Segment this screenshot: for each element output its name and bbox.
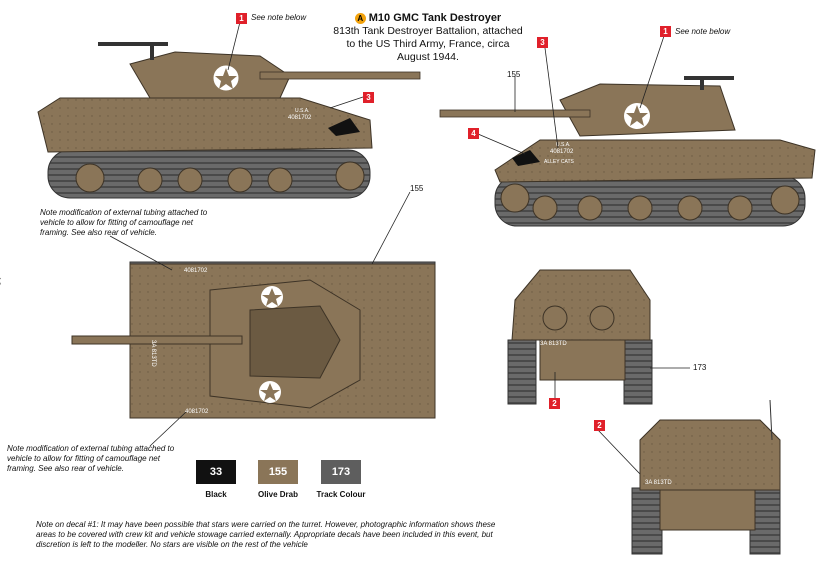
right-hull [494,139,816,183]
code-155-right: 155 [507,70,521,79]
decal-footnote: Note on decal #1: It may have been possi… [36,520,496,549]
rear-view [631,399,781,555]
swatch-olive-drab-label: Olive Drab [257,490,298,499]
rear-hull [639,419,781,491]
rear-track-left [631,487,663,555]
left-mg [98,42,168,46]
callout-3-right: 3 [537,37,548,48]
title-line-4: August 1944. [397,51,459,63]
title-line-2: 813th Tank Destroyer Battalion, attached [333,25,523,37]
top-serial-upper: 4081702 [184,268,208,274]
top-unit: 3A 813TD [150,340,156,367]
callout-1-left: 1 [236,13,247,24]
callout-2-rear: 2 [594,420,605,431]
code-155-top: 155 [410,184,424,193]
callout-1-right: 1 [660,26,671,37]
swatch-track-colour: 173 [321,460,361,484]
right-side-view [439,76,816,227]
left-usa: U.S.A. [295,108,309,114]
left-serial: 4081702 [288,115,312,121]
callout-4: 4 [468,128,479,139]
code-173-front: 173 [693,363,707,372]
top-gun [71,335,243,345]
top-serial-lower: 4081702 [185,409,209,415]
left-hull [37,97,373,153]
top-view [71,261,436,419]
right-mg [684,76,734,80]
rear-unit: 3A 813TD [645,480,672,486]
right-serial: 4081702 [550,149,574,155]
callout-2-front: 2 [549,398,560,409]
right-name: ALLEY CATS [544,159,574,165]
see-note-right: See note below [675,27,731,36]
front-unit: 3A 813TD [540,341,567,347]
vehicle-name: M10 GMC Tank Destroyer [368,12,502,24]
swatch-black-label: Black [205,490,227,499]
title-line-3: to the US Third Army, France, circa [346,38,510,50]
right-usa: U.S.A. [556,142,570,148]
swatch-track-colour-label: Track Colour [316,490,366,499]
front-track-right [623,339,653,405]
note-tubing-top: Note modification of external tubing att… [40,208,208,237]
swatch-black: 33 [196,460,236,484]
left-gun [259,71,421,80]
see-note-left: See note below [251,13,307,22]
note-tubing-bottom: Note modification of external tubing att… [7,444,175,473]
turret-interior [249,305,341,379]
front-track-left [507,339,537,405]
left-side-view [37,42,421,199]
swatch-olive-drab: 155 [258,460,298,484]
front-view [507,269,653,405]
variant-badge: A [354,12,366,24]
callout-3-left: 3 [363,92,374,103]
front-hull [511,269,651,341]
